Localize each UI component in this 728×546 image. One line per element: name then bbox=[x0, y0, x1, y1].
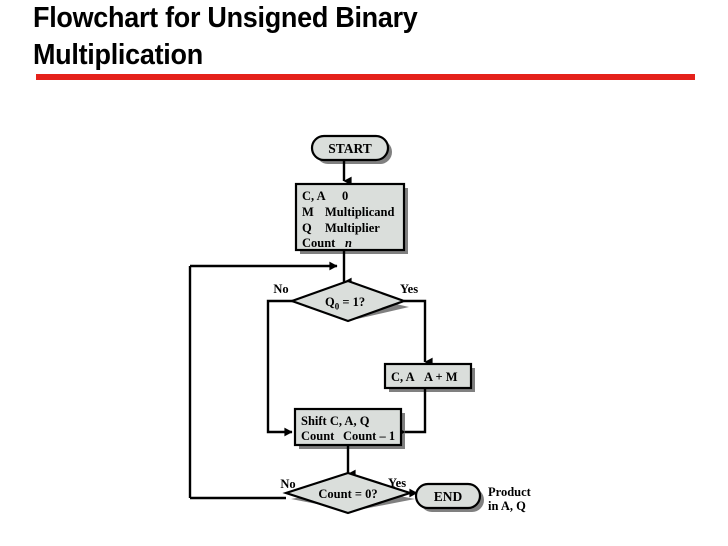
node-init[interactable]: C, A 0 M Multiplicand Q Multiplier Count… bbox=[294, 182, 406, 252]
edge-q0-yes bbox=[404, 299, 433, 367]
flow-connectors bbox=[188, 160, 433, 500]
node-shift[interactable]: Shift C, A, Q Count Count – 1 bbox=[293, 407, 403, 447]
q0-subscript: 0 bbox=[335, 301, 340, 311]
node-start-label: START bbox=[328, 141, 372, 156]
node-decision-q0-label: Q0 = 1? bbox=[325, 295, 365, 311]
node-decision-q0[interactable]: Q0 = 1? bbox=[288, 279, 408, 323]
title-divider-rule bbox=[36, 74, 695, 80]
page-title: Flowchart for Unsigned Binary Multiplica… bbox=[33, 2, 418, 71]
annotation-product-line2: in A, Q bbox=[488, 499, 526, 513]
edge-q0-no bbox=[266, 299, 300, 437]
node-init-line4-right: n bbox=[345, 236, 352, 250]
node-init-line1-left: C, A bbox=[302, 189, 326, 203]
node-init-line3-right: Multiplier bbox=[325, 221, 380, 235]
node-init-line4-left: Count bbox=[302, 236, 336, 250]
edge-label-count-yes: Yes bbox=[388, 476, 406, 490]
node-shift-line2-left: Count bbox=[301, 429, 335, 443]
node-start[interactable]: START bbox=[310, 134, 390, 162]
node-add-left: C, A bbox=[391, 370, 415, 384]
node-decision-count-label: Count = 0? bbox=[318, 487, 377, 501]
node-add-right: A + M bbox=[424, 370, 458, 384]
node-shift-line2-right: Count – 1 bbox=[343, 429, 395, 443]
edge-label-q0-no: No bbox=[273, 282, 288, 296]
node-end-label: END bbox=[434, 489, 463, 504]
edge-label-q0-yes: Yes bbox=[400, 282, 418, 296]
edge-label-count-no: No bbox=[280, 477, 295, 491]
node-add[interactable]: C, A A + M bbox=[383, 362, 473, 390]
node-shift-line1: Shift C, A, Q bbox=[301, 414, 370, 428]
annotation-product: Product in A, Q bbox=[488, 485, 532, 513]
q0-var: Q bbox=[325, 295, 335, 309]
flowchart-diagram: START C, A 0 M Multiplicand Q Multiplier… bbox=[0, 88, 728, 546]
edge-add-to-shift bbox=[397, 388, 427, 437]
node-end[interactable]: END bbox=[414, 482, 482, 510]
annotation-product-line1: Product bbox=[488, 485, 532, 499]
node-init-line3-left: Q bbox=[302, 221, 312, 235]
node-decision-count[interactable]: Count = 0? bbox=[282, 471, 414, 515]
q0-rest: = 1? bbox=[339, 295, 365, 309]
node-init-line2-right: Multiplicand bbox=[325, 205, 395, 219]
node-init-line1-right: 0 bbox=[342, 189, 348, 203]
node-init-line2-left: M bbox=[302, 205, 314, 219]
